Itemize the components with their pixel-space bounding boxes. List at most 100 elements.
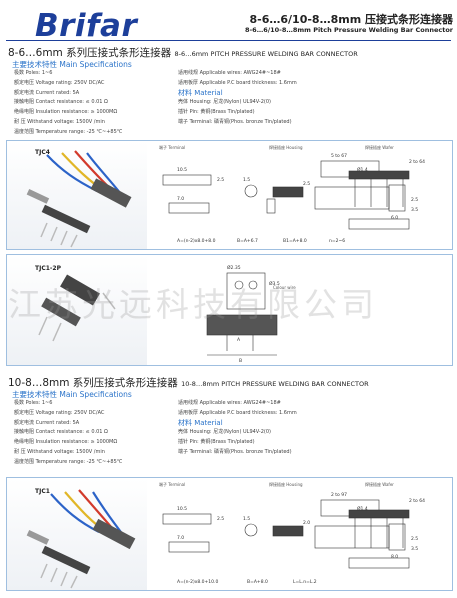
caption-wafer: 焊接插座 Wafer (365, 145, 394, 150)
material-item: 端子 Terminal: 磷青铜(Phos. bronze Tin/plated… (178, 448, 292, 455)
dim-label: Ø3.5 (269, 280, 280, 287)
housing-end (388, 523, 406, 551)
housing-outline (226, 272, 266, 310)
product-label: TJC1 (35, 488, 50, 495)
caption-housing: 焊接插座 Housing (269, 145, 303, 150)
spec-item: 接触电阻 Contact resistance: ≤ 0.01 Ω (14, 429, 108, 436)
section1-material-heading: 材料 Material (178, 89, 223, 97)
wafer-bottom (348, 557, 410, 569)
wafer-outline (206, 314, 278, 336)
product-label: TJC1-2P (35, 265, 61, 272)
caption-colour-wire: Colour wire (273, 285, 296, 290)
pin (50, 226, 58, 242)
housing-end (388, 184, 406, 212)
spec-item: 额定电压 Voltage rating: 250V DC/AC (14, 79, 105, 86)
pin (40, 563, 48, 579)
dim-label: 2.0 (303, 520, 310, 526)
pin (38, 316, 48, 336)
pin (102, 292, 116, 310)
caption-terminal: 端子 Terminal (159, 482, 186, 487)
header-title: 8-6…6/10-8…8mm 压接式条形连接器 (249, 13, 453, 26)
housing-block (90, 178, 132, 208)
wire-blue (50, 493, 100, 533)
formula-a: A=(n-2)x8.0+8.0 (177, 239, 216, 244)
dim-label: 1.5 (243, 177, 250, 183)
section1-specs-left: 极数 Poles: 1~6 额定电压 Voltage rating: 250V … (14, 69, 122, 138)
technical-drawing: Ø2.35 Ø3.5 A B (206, 264, 280, 364)
material-item: 插针 Pin: 黄铜(Brass Tin/plated) (178, 438, 255, 445)
material-item: 壳体 Housing: 尼龙(Nylon) UL94V-2(0) (178, 99, 271, 105)
material-item: 端子 Terminal: 磷青铜(Phos. bronze Tin/plated… (178, 118, 292, 125)
spec-item: 温度范围 Temperature range: -25 ℃~+85℃ (14, 128, 123, 135)
terminal-side-outline (162, 513, 212, 525)
spec-item: 适用线规 Applicable wires: AWG24#~18# (178, 400, 281, 406)
section2-title: 10-8…8mm 系列压接式条形连接器 (8, 377, 178, 389)
formula-n: n=2~6 (329, 239, 346, 244)
spec-item: 极数 Poles: 1~6 (14, 70, 53, 76)
dim-label: 2.5 (411, 536, 418, 542)
pin (40, 222, 48, 238)
section1-spec-heading: 主要技术特性 Main Specifications (12, 60, 132, 69)
brand-logo: Brifar (35, 8, 138, 44)
watermark: 江苏光远科技有限公司 (8, 285, 378, 324)
caption-wafer: 焊接插座 Wafer (365, 482, 394, 487)
section2-specs-left: 极数 Poles: 1~6 额定电压 Voltage rating: 250V … (14, 399, 122, 468)
connector-photo (26, 489, 136, 589)
section2-material-heading: 材料 Material (178, 419, 223, 427)
material-item: 插针 Pin: 黄铜(Brass Tin/plated) (178, 108, 255, 115)
terminal-side-outline (162, 174, 212, 186)
caption-terminal: 端子 Terminal (159, 145, 186, 150)
formula-b: B=A+6.7 (237, 239, 258, 244)
dim-label: A (237, 337, 241, 343)
section1-title-row: 8-6…6mm 系列压接式条形连接器 8-6…6mm PITCH PRESSUR… (8, 45, 358, 60)
pin (60, 230, 68, 246)
spec-item: 适用板厚 Applicable P.C board thickness: 1.6… (178, 409, 297, 416)
wafer-block (41, 204, 91, 234)
connector-photo (38, 274, 116, 342)
dim-label: 3.5 (411, 207, 418, 213)
housing-block (92, 518, 136, 550)
housing-side (272, 525, 304, 537)
dim-label: Ø1.4 (357, 166, 368, 173)
dim-label: B (239, 358, 242, 364)
spec-item: 接触电阻 Contact resistance: ≤ 0.01 Ω (14, 99, 108, 106)
spec-item: 额定电流 Current rated: 5A (14, 89, 80, 96)
dim-label: 2 to 64 (409, 159, 425, 165)
spec-item: 极数 Poles: 1~6 (14, 400, 53, 406)
dim-label: Ø1.4 (357, 505, 368, 512)
formula-l: L=L.n=L.2 (293, 580, 317, 585)
wire-hole (234, 280, 244, 290)
header-subtitle: 8-6…6/10-8…8mm Pitch Pressure Welding Ba… (244, 26, 453, 34)
material-item: 壳体 Housing: 尼龙(Nylon) UL94V-2(0) (178, 429, 271, 435)
housing-profile (266, 198, 276, 214)
spec-item: 耐 压 Withstand voltage: 1500V /min (14, 118, 105, 125)
housing-top (314, 525, 390, 549)
dim-label: 2.5 (303, 181, 310, 187)
terminal-top-outline (168, 202, 210, 214)
product-panel-tjc1-2p: TJC1-2P Ø2.35 Ø3.5 A B Colour wire (6, 254, 453, 366)
dim-label: 2 to 64 (409, 498, 425, 504)
dim-label: 1.5 (243, 516, 250, 522)
section1-title-en: 8-6…6mm PITCH PRESSURE WELDING BAR CONNE… (174, 50, 358, 58)
wafer-block (41, 297, 81, 327)
dim-label: 3.5 (411, 546, 418, 552)
wafer-top (348, 509, 410, 519)
spec-item: 额定电流 Current rated: 5A (14, 419, 80, 426)
section1-materials: 壳体 Housing: 尼龙(Nylon) UL94V-2(0) 插针 Pin:… (178, 98, 292, 127)
dim-label: Ø2.35 (227, 264, 241, 271)
dim-label: 5 to 67 (331, 153, 347, 159)
product-panel-tjc4: TJC4 端子 Terminal 焊接插座 Housing 焊接插座 Wafer (6, 140, 453, 250)
technical-drawing: 10.5 7.0 2.5 1.5 5 to 67 2 to 64 2.5 Ø1.… (162, 153, 425, 230)
pin (50, 567, 58, 583)
formula-b: B=A+8.0 (247, 580, 268, 585)
terminal-top-outline (168, 541, 210, 553)
product-label: TJC4 (35, 149, 50, 156)
housing-side (272, 186, 304, 198)
dim-label: 10.5 (177, 167, 187, 173)
spec-item: 额定电压 Voltage rating: 250V DC/AC (14, 409, 105, 416)
housing-top (314, 186, 390, 210)
caption-housing: 焊接插座 Housing (269, 482, 303, 487)
section2-spec-heading: 主要技术特性 Main Specifications (12, 390, 132, 399)
wafer-bottom (348, 218, 410, 230)
dim-label: 7.0 (177, 196, 184, 202)
